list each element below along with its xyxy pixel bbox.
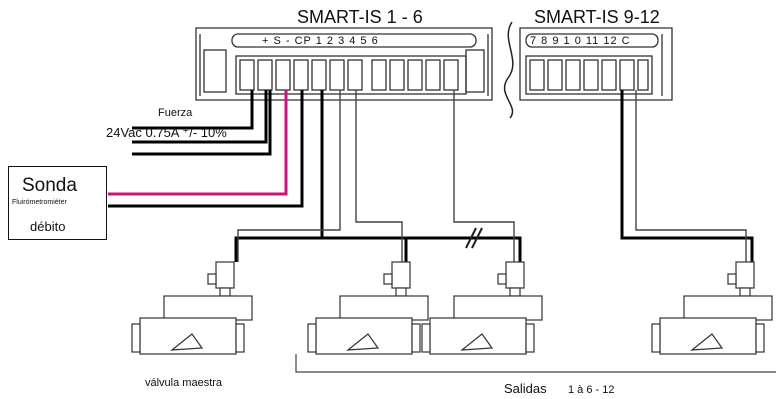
flow-sensor-box bbox=[8, 166, 107, 240]
controller-right-body bbox=[519, 27, 673, 101]
sensor-wire-magenta bbox=[108, 90, 288, 196]
power-label: Fuerza bbox=[158, 107, 193, 119]
zone-valve-1 bbox=[307, 261, 429, 355]
controller-right-title: SMART-IS 9-12 bbox=[534, 7, 660, 27]
terminal-strip-right-label: 7 8 9 1 0 11 12 C bbox=[530, 35, 631, 47]
controller-left-body bbox=[195, 27, 493, 101]
output-wires bbox=[237, 90, 515, 262]
sensor-title: Sonda bbox=[22, 175, 77, 196]
outputs-bracket bbox=[295, 354, 776, 373]
controller-break-mark bbox=[503, 21, 514, 119]
output-wire-right-black bbox=[620, 90, 754, 262]
sensor-unit: débito bbox=[30, 219, 66, 234]
master-valve bbox=[131, 261, 253, 355]
terminal-block-left bbox=[239, 59, 459, 91]
common-wire bbox=[234, 90, 522, 262]
terminal-block-right bbox=[529, 59, 649, 91]
master-valve-label: válvula maestra bbox=[145, 377, 223, 389]
power-spec: 24Vac 0.75A ⁺/- 10% bbox=[106, 125, 227, 140]
sensor-subtitle: Fluirómetromiéter bbox=[12, 199, 67, 206]
wire-break-mark bbox=[465, 227, 483, 249]
output-wire-right-thin bbox=[635, 90, 747, 262]
sensor-wire-black bbox=[108, 90, 304, 208]
controller-left-title: SMART-IS 1 - 6 bbox=[297, 7, 423, 27]
outputs-range: 1 à 6 - 12 bbox=[568, 384, 615, 396]
power-wires bbox=[132, 90, 272, 156]
outputs-label: Salidas bbox=[504, 381, 547, 396]
zone-valve-12 bbox=[651, 261, 773, 355]
zone-valve-2 bbox=[421, 261, 543, 355]
terminal-strip-left-label: + S - CP 1 2 3 4 5 6 bbox=[262, 35, 379, 47]
